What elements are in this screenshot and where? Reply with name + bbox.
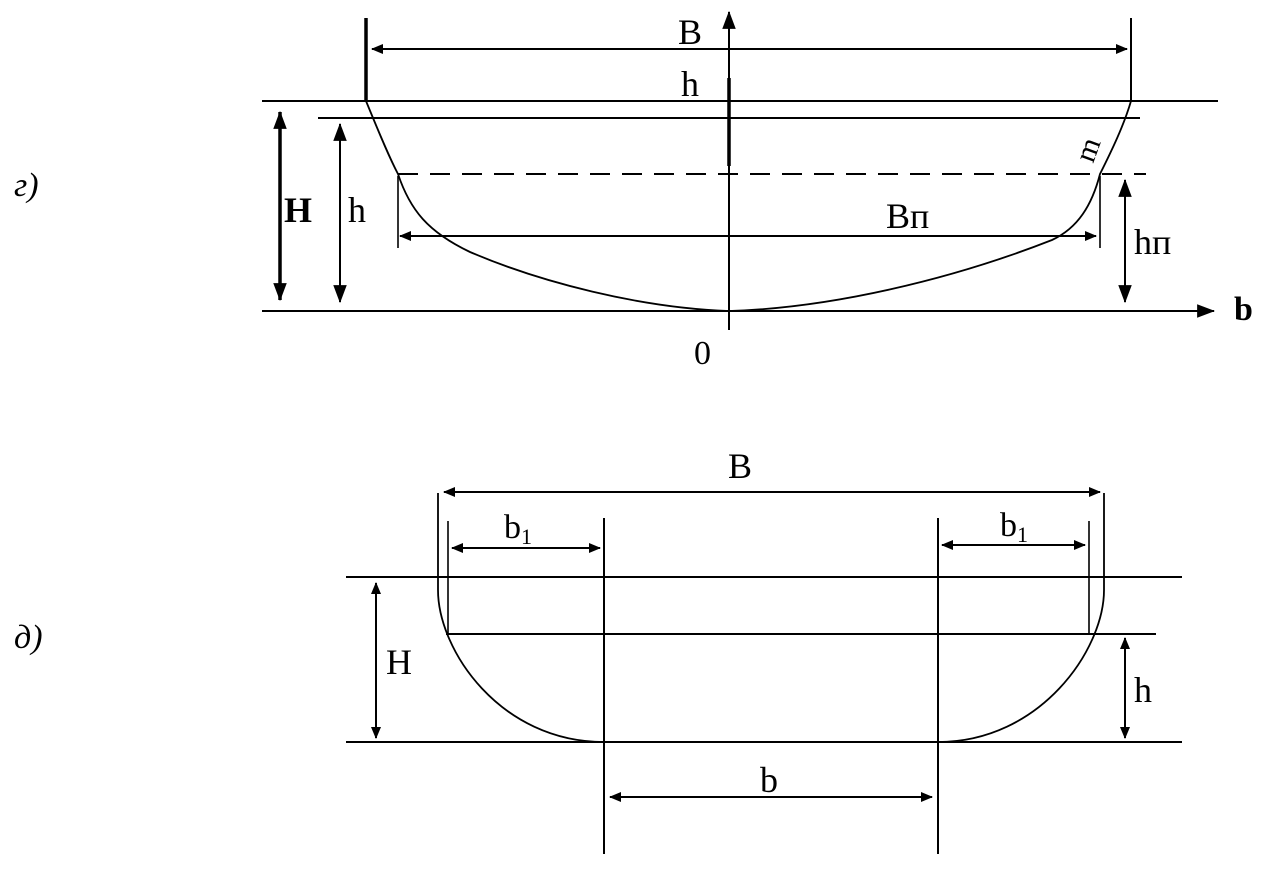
H-label: H bbox=[284, 190, 312, 230]
d-b1-right-label: b1 bbox=[1000, 507, 1028, 547]
panel-g-tag: г) bbox=[14, 167, 39, 204]
panel-d: д) B b1 b1 H h b bbox=[14, 446, 1182, 854]
panel-g: г) b 0 B h Bп m H h bbox=[14, 10, 1253, 372]
d-b1-left-subscript: 1 bbox=[521, 524, 532, 549]
b-axis-label: b bbox=[1234, 291, 1253, 328]
hn-label: hп bbox=[1134, 222, 1171, 262]
d-channel-profile-curve bbox=[437, 493, 1105, 743]
Bn-label: Bп bbox=[886, 196, 929, 236]
d-b-label: b bbox=[760, 760, 778, 800]
h-label: h bbox=[348, 190, 366, 230]
d-b1-right-subscript: 1 bbox=[1017, 522, 1028, 547]
origin-label: 0 bbox=[694, 335, 711, 372]
B-label: B bbox=[678, 12, 702, 52]
h-top-label: h bbox=[681, 64, 699, 104]
d-H-label: H bbox=[386, 642, 412, 682]
d-B-label: B bbox=[728, 446, 752, 486]
panel-d-tag: д) bbox=[14, 619, 43, 656]
m-slope-label: m bbox=[1069, 133, 1108, 166]
d-b1-left-label: b1 bbox=[504, 509, 532, 549]
channel-profile-curve bbox=[365, 100, 1132, 312]
d-h-label: h bbox=[1134, 670, 1152, 710]
